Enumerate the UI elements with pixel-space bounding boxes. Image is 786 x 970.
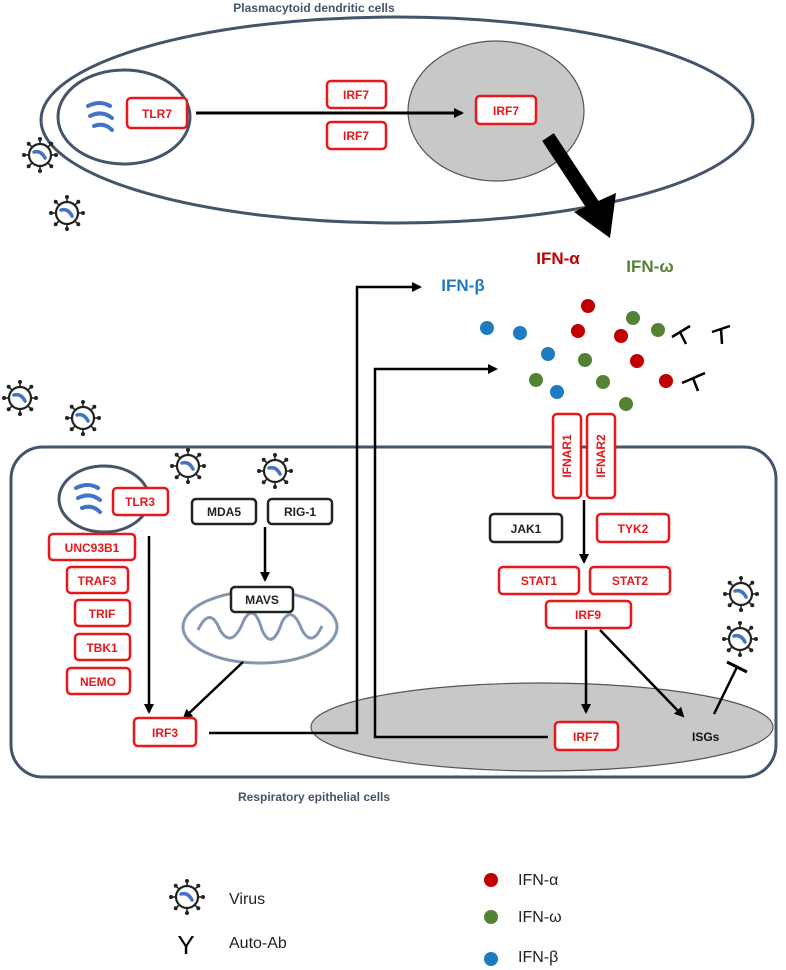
tlr7-node: TLR7 [125, 96, 189, 130]
epithelial-title: Respiratory epithelial cells [238, 790, 390, 804]
unc93b1-node: UNC93B1 [47, 532, 137, 562]
ifn-alpha-legend-icon [484, 873, 498, 887]
virus-icon [168, 446, 208, 486]
svg-text:JAK1: JAK1 [511, 522, 542, 536]
virus-icon [0, 378, 40, 418]
virus-icon [63, 398, 103, 438]
viral-rna-icon [74, 483, 102, 514]
legend: Virus Y Auto-Ab IFN-α IFN-ω IFN-β [167, 872, 562, 966]
svg-text:MAVS: MAVS [245, 593, 279, 607]
virus-icon [47, 193, 87, 233]
stat2-node: STAT2 [588, 565, 672, 596]
svg-text:STAT2: STAT2 [612, 574, 649, 588]
pdc-title: Plasmacytoid dendritic cells [233, 1, 395, 15]
svg-text:IRF3: IRF3 [152, 726, 178, 740]
irf7-nucleus-node: IRF7 [474, 94, 538, 126]
pdc-cell-membrane [39, 15, 755, 225]
virus-icon [721, 574, 761, 614]
irf7-node-b: IRF7 [325, 120, 388, 151]
ifnar2-node: IFNAR2 [585, 412, 617, 500]
epithelial-nucleus [310, 682, 774, 772]
secretion-arrow [542, 133, 604, 217]
virus-legend-icon [167, 877, 207, 917]
irf9-node: IRF9 [544, 599, 633, 630]
svg-text:NEMO: NEMO [80, 675, 116, 689]
irf3-to-ifn-beta-arrow [209, 282, 422, 735]
auto-antibody-icon [671, 324, 731, 392]
isgs-label: ISGs [692, 730, 720, 744]
svg-text:IRF9: IRF9 [575, 608, 601, 622]
secretion-arrowhead [574, 193, 616, 238]
isg-inhibition [712, 660, 748, 715]
trif-node: TRIF [73, 598, 132, 628]
svg-text:RIG-1: RIG-1 [284, 505, 316, 519]
stat1-node: STAT1 [497, 565, 581, 596]
svg-text:IRF7: IRF7 [343, 129, 369, 143]
ifn-beta-legend-icon [484, 952, 498, 966]
legend-ifn-omega: IFN-ω [518, 909, 562, 926]
mitochondrion [181, 589, 339, 665]
epithelial-cell-membrane [9, 445, 778, 779]
legend-ifn-alpha: IFN-α [518, 872, 558, 889]
irf9-to-isgs-arrow [599, 629, 685, 718]
ifn-molecules [480, 299, 673, 411]
auto-ab-legend-icon: Y [177, 930, 194, 960]
legend-autoab-label: Auto-Ab [229, 935, 287, 952]
svg-text:IFNAR2: IFNAR2 [594, 434, 608, 478]
svg-text:TRAF3: TRAF3 [78, 574, 117, 588]
traf3-node: TRAF3 [65, 565, 130, 595]
mavs-node: MAVS [229, 585, 295, 614]
tbk1-node: TBK1 [73, 632, 132, 662]
mda5-node: MDA5 [190, 497, 258, 526]
svg-text:TLR3: TLR3 [125, 495, 155, 509]
irf7-to-ifn-alpha-arrow [373, 364, 548, 739]
tlr3-node: TLR3 [111, 486, 170, 517]
pdc-endosome [56, 68, 192, 166]
irf7-epi-node: IRF7 [553, 720, 620, 752]
legend-ifn-beta: IFN-β [518, 949, 558, 966]
svg-text:MDA5: MDA5 [207, 505, 241, 519]
ifn-beta-label: IFN-β [441, 276, 484, 295]
virus-icon [20, 135, 60, 175]
svg-text:IFNAR1: IFNAR1 [560, 434, 574, 478]
svg-text:STAT1: STAT1 [521, 574, 558, 588]
jak1-node: JAK1 [488, 512, 564, 544]
svg-text:UNC93B1: UNC93B1 [65, 541, 120, 555]
svg-text:IRF7: IRF7 [493, 104, 519, 118]
ifn-omega-legend-icon [484, 910, 498, 924]
svg-text:IRF7: IRF7 [573, 730, 599, 744]
tyk2-node: TYK2 [595, 512, 671, 544]
rig1-node: RIG-1 [266, 497, 334, 526]
nemo-node: NEMO [65, 666, 132, 696]
ifnar1-node: IFNAR1 [551, 412, 583, 500]
legend-virus-label: Virus [229, 891, 265, 908]
svg-text:TLR7: TLR7 [142, 107, 172, 121]
mavs-to-irf3-arrow [182, 661, 244, 720]
svg-text:TYK2: TYK2 [618, 522, 649, 536]
ifn-alpha-label: IFN-α [536, 249, 580, 268]
svg-text:IRF7: IRF7 [343, 88, 369, 102]
ifn-omega-label: IFN-ω [626, 257, 673, 276]
viral-rna-icon [86, 101, 114, 132]
svg-text:TBK1: TBK1 [86, 641, 118, 655]
virus-icon [720, 619, 760, 659]
svg-text:TRIF: TRIF [89, 607, 116, 621]
irf3-node: IRF3 [132, 716, 198, 748]
irf7-node-a: IRF7 [325, 79, 388, 110]
virus-icon [255, 451, 295, 491]
